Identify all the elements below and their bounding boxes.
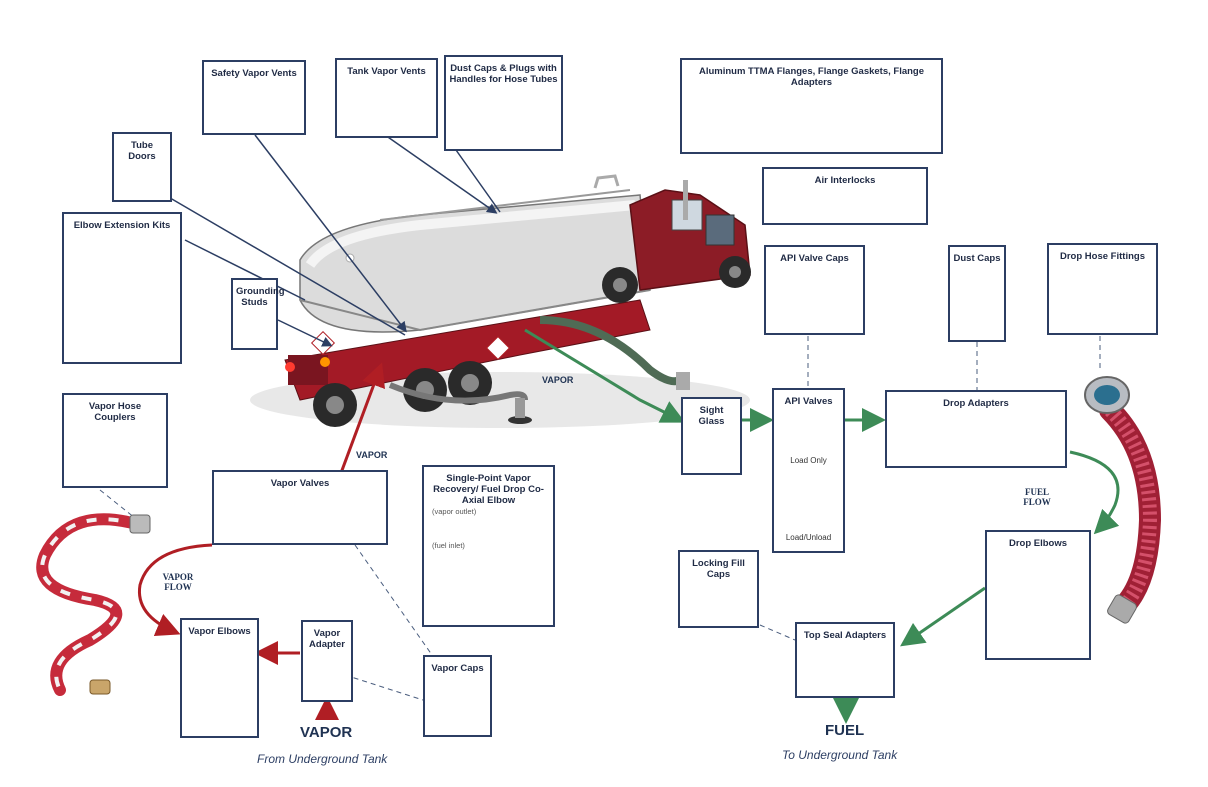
box-vapor-valves: Vapor Valves [212,470,388,545]
box-vapor-elbows: Vapor Elbows [180,618,259,738]
box-vapor-adapter: Vapor Adapter [301,620,353,702]
box-drop-adapters: Drop Adapters [885,390,1067,468]
load-only-label: Load Only [790,456,827,465]
tanker-truck-illustration [250,174,751,428]
load-unload-label: Load/Unload [785,533,832,542]
box-drop-elbows: Drop Elbows [985,530,1091,660]
box-dust-caps: Dust Caps [948,245,1006,342]
from-underground-tank-label: From Underground Tank [257,752,388,766]
vapor-outlet-label: (vapor outlet) [432,507,477,516]
box-vapor-hose-couplers: Vapor Hose Couplers [62,393,168,488]
box-tube-doors: Tube Doors [112,132,172,202]
box-single-point-coaxial-elbow: Single-Point Vapor Recovery/ Fuel Drop C… [422,465,555,627]
fuel-inlet-label: (fuel inlet) [432,541,465,550]
box-vapor-caps: Vapor Caps [423,655,492,737]
box-top-seal-adapters: Top Seal Adapters [795,622,895,698]
box-ttma-flanges: Aluminum TTMA Flanges, Flange Gaskets, F… [680,58,943,154]
box-elbow-extension-kits: Elbow Extension Kits [62,212,182,364]
vapor-label-mid: VAPOR [356,450,388,460]
to-underground-tank-label: To Underground Tank [782,748,898,762]
box-api-valves: API Valves Load Only Load/Unload [772,388,845,553]
box-grounding-studs: Grounding Studs [231,278,285,350]
box-sight-glass: Sight Glass [681,397,742,475]
box-locking-fill-caps: Locking Fill Caps [678,550,759,628]
vapor-bottom-label: VAPOR [300,724,353,741]
box-api-valve-caps: API Valve Caps [764,245,865,335]
fuel-flow-label: FUEL FLOW [1023,487,1051,507]
vapor-flow-label: VAPOR FLOW [162,572,194,592]
fuel-bottom-label: FUEL [825,722,865,739]
box-drop-hose-fittings: Drop Hose Fittings [1047,243,1158,335]
box-air-interlocks: Air Interlocks [762,167,928,225]
box-safety-vapor-vents: Safety Vapor Vents [202,60,306,135]
box-dust-caps-plugs: Dust Caps & Plugs with Handles for Hose … [444,55,563,151]
vapor-label-upper: VAPOR [542,375,574,385]
box-tank-vapor-vents: Tank Vapor Vents [335,58,438,138]
